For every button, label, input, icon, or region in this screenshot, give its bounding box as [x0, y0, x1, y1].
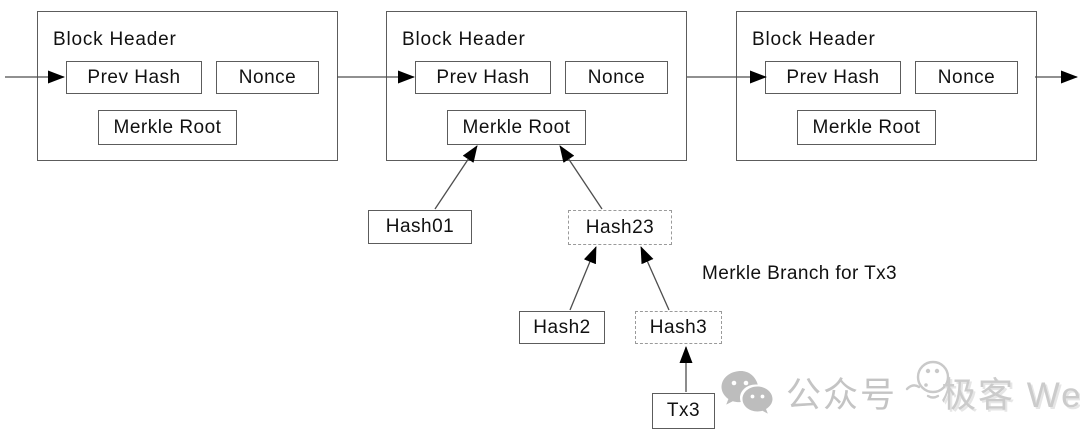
block-header-box-1: Block Header Prev Hash Nonce Merkle Root [37, 11, 338, 161]
block-header-box-2: Block Header Prev Hash Nonce Merkle Root [386, 11, 687, 161]
merkle-root-box: Merkle Root [797, 110, 936, 145]
wechat-icon [720, 369, 776, 424]
arrow-hash3-to-hash23 [640, 246, 670, 311]
hash01-box: Hash01 [368, 210, 472, 244]
block-title: Block Header [53, 29, 177, 50]
merkle-root-box: Merkle Root [98, 110, 237, 145]
nonce-box: Nonce [915, 61, 1018, 94]
block-title: Block Header [752, 29, 876, 50]
merkle-branch-label: Merkle Branch for Tx3 [702, 263, 897, 284]
hash3-box: Hash3 [635, 311, 722, 344]
watermark-suffix: 极客 Web3 [941, 375, 1080, 415]
arrow-hash2-to-hash23 [569, 246, 597, 311]
prev-hash-box: Prev Hash [765, 61, 901, 94]
block-header-box-3: Block Header Prev Hash Nonce Merkle Root [736, 11, 1037, 161]
merkle-root-box: Merkle Root [447, 110, 586, 145]
nonce-box: Nonce [565, 61, 668, 94]
tx3-box: Tx3 [652, 393, 715, 429]
hash23-box: Hash23 [568, 210, 672, 245]
watermark: 公众号 极客 Web3 [720, 352, 1080, 432]
prev-hash-box: Prev Hash [415, 61, 551, 94]
hash2-box: Hash2 [519, 311, 605, 344]
watermark-prefix: 公众号 [786, 375, 898, 415]
prev-hash-box: Prev Hash [66, 61, 202, 94]
nonce-box: Nonce [216, 61, 319, 94]
geek-face-icon [903, 355, 955, 412]
block-title: Block Header [402, 29, 526, 50]
